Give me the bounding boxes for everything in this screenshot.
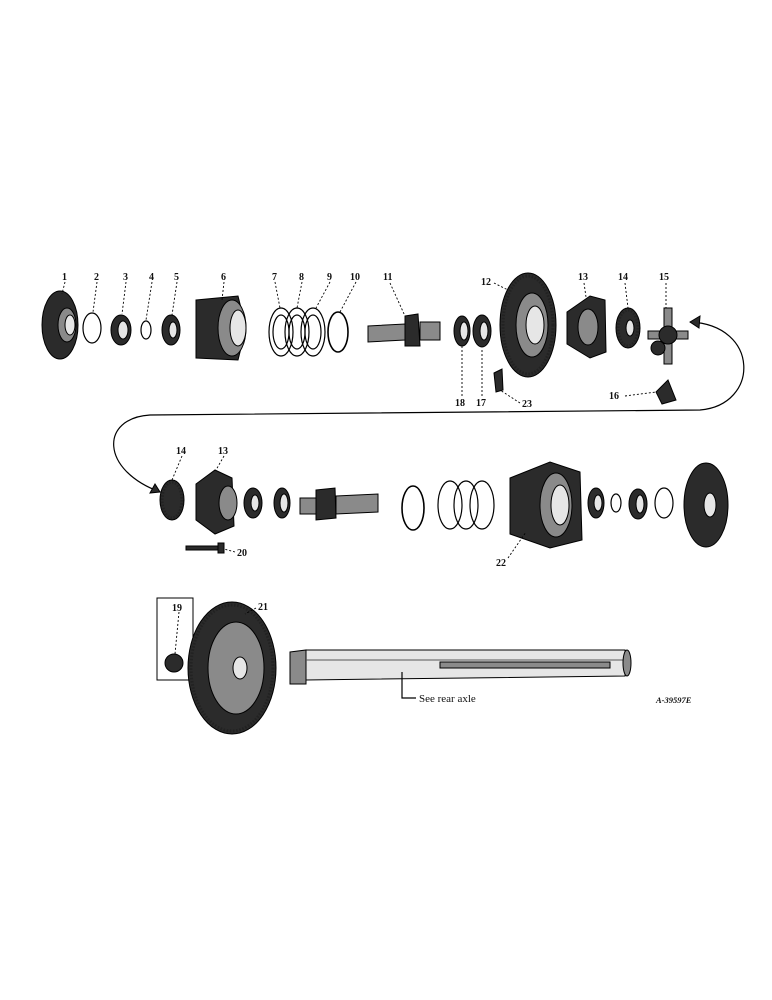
label-14-lower: 14 <box>176 446 186 457</box>
label-1: 1 <box>62 272 67 283</box>
part-17-bearing-cone <box>472 314 492 348</box>
lower-shims <box>437 480 495 530</box>
part-16-pinion-gear <box>655 379 677 405</box>
part-15-spider <box>647 307 689 365</box>
label-20: 20 <box>237 548 247 559</box>
lower-o-ring <box>401 485 425 531</box>
label-12: 12 <box>481 277 491 288</box>
part-13-differential-case-lower <box>195 469 238 535</box>
label-16: 16 <box>609 391 619 402</box>
label-2: 2 <box>94 272 99 283</box>
lower-bearing-cone-right <box>587 487 605 519</box>
label-14-upper: 14 <box>618 272 628 283</box>
label-22: 22 <box>496 558 506 569</box>
part-5-bearing-cone <box>161 314 181 346</box>
part-3-bearing-cup <box>110 314 132 346</box>
label-18: 18 <box>455 398 465 409</box>
lower-bearing-cup <box>273 487 291 519</box>
label-9: 9 <box>327 272 332 283</box>
label-23: 23 <box>522 399 532 410</box>
part-4-ring <box>140 320 152 340</box>
label-8: 8 <box>299 272 304 283</box>
label-5: 5 <box>174 272 179 283</box>
label-11: 11 <box>383 272 392 283</box>
part-23-pin <box>493 368 504 393</box>
label-3: 3 <box>123 272 128 283</box>
part-14-side-gear-lower <box>159 479 185 521</box>
rear-axle-leader <box>401 672 416 699</box>
drawing-reference-number: A-39597E <box>655 695 692 705</box>
lower-snap-ring <box>654 487 674 519</box>
leader-lines <box>61 281 667 655</box>
label-17: 17 <box>476 398 486 409</box>
lower-bearing-cup-right <box>628 488 648 520</box>
label-7: 7 <box>272 272 277 283</box>
label-13-lower: 13 <box>218 446 228 457</box>
label-19: 19 <box>172 603 182 614</box>
part-2-snap-ring <box>82 312 102 344</box>
part-21-bull-gear <box>187 601 277 735</box>
axle-shaft <box>289 649 632 685</box>
part-14-side-gear <box>615 307 641 349</box>
continuation-arrowhead-bottom <box>149 483 161 494</box>
part-13-differential-case <box>566 295 607 359</box>
label-15: 15 <box>659 272 669 283</box>
label-10: 10 <box>350 272 360 283</box>
part-6-carrier-housing <box>195 295 247 361</box>
label-6: 6 <box>221 272 226 283</box>
lower-small-ring <box>610 493 622 513</box>
lower-bearing-cone <box>243 487 263 519</box>
part-1-bearing-cover <box>41 290 79 360</box>
label-4: 4 <box>149 272 154 283</box>
part-19-inset <box>156 597 194 681</box>
label-21: 21 <box>258 602 268 613</box>
continuation-arrowhead-top <box>689 315 701 329</box>
lower-pinion-shaft <box>299 487 379 521</box>
part-18-bearing-cup <box>453 315 471 347</box>
lower-bearing-cover <box>683 462 729 548</box>
part-12-ring-gear <box>499 272 557 378</box>
part-10-o-ring <box>327 311 349 353</box>
part-22-carrier-housing <box>509 461 583 549</box>
part-9-shim <box>300 307 326 357</box>
label-13-upper: 13 <box>578 272 588 283</box>
see-rear-axle-note: See rear axle <box>419 693 476 705</box>
part-11-pinion-shaft <box>367 313 441 347</box>
assembly-continuation-curve <box>113 321 745 493</box>
part-20-bolt <box>185 542 225 554</box>
